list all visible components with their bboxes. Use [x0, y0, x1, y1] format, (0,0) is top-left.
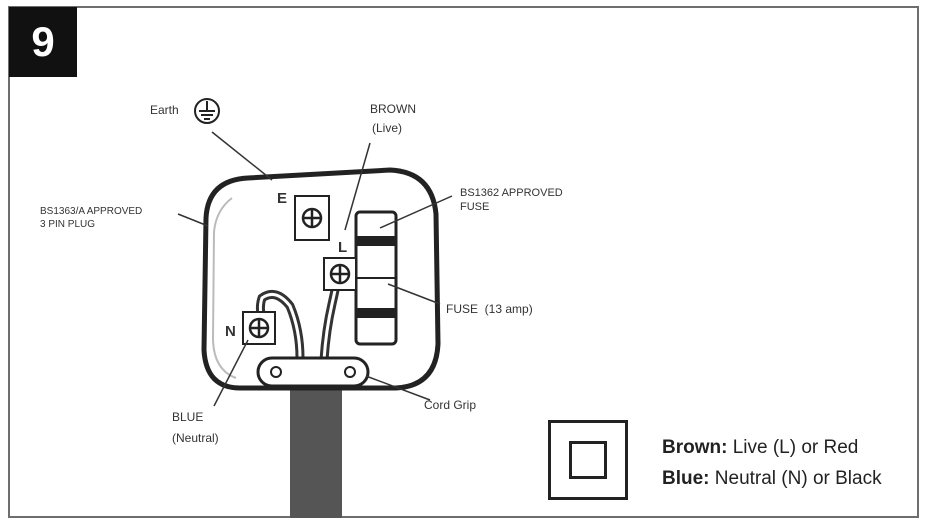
legend-brown-value: Live (L) or Red	[727, 437, 859, 458]
live-terminal	[323, 257, 357, 291]
earth-label: Earth	[150, 103, 179, 117]
terminal-e-label: E	[277, 190, 287, 207]
brown-sub-label: (Live)	[372, 121, 402, 135]
legend-blue-key: Blue:	[662, 468, 710, 489]
fuse	[354, 210, 398, 346]
brown-label: BROWN	[370, 102, 416, 116]
terminal-n-label: N	[225, 323, 236, 340]
wire-color-legend: Brown: Live (L) or Red Blue: Neutral (N)…	[662, 432, 882, 494]
terminal-l-label: L	[338, 239, 347, 256]
neutral-terminal	[242, 311, 276, 345]
legend-blue-row: Blue: Neutral (N) or Black	[662, 463, 882, 494]
fuse-standard-label-2: FUSE	[460, 201, 489, 213]
double-insulation-inner-square	[569, 441, 607, 479]
cord-grip	[256, 356, 370, 388]
step-number-badge: 9	[9, 7, 77, 77]
legend-brown-row: Brown: Live (L) or Red	[662, 432, 882, 463]
legend-brown-key: Brown:	[662, 437, 728, 458]
cord-grip-label: Cord Grip	[424, 398, 476, 412]
plug-standard-label-1: BS1363/A APPROVED	[40, 206, 142, 217]
fuse-rating-label: FUSE (13 amp)	[446, 302, 533, 316]
earth-ground-icon	[194, 98, 220, 124]
figure-frame	[8, 6, 919, 518]
earth-terminal	[294, 195, 330, 241]
plug-standard-label-2: 3 PIN PLUG	[40, 219, 95, 230]
blue-sub-label: (Neutral)	[172, 431, 219, 445]
legend-blue-value: Neutral (N) or Black	[709, 468, 882, 489]
blue-label: BLUE	[172, 410, 203, 424]
double-insulation-icon	[548, 420, 628, 500]
power-cable	[290, 372, 342, 518]
fuse-standard-label-1: BS1362 APPROVED	[460, 187, 563, 199]
